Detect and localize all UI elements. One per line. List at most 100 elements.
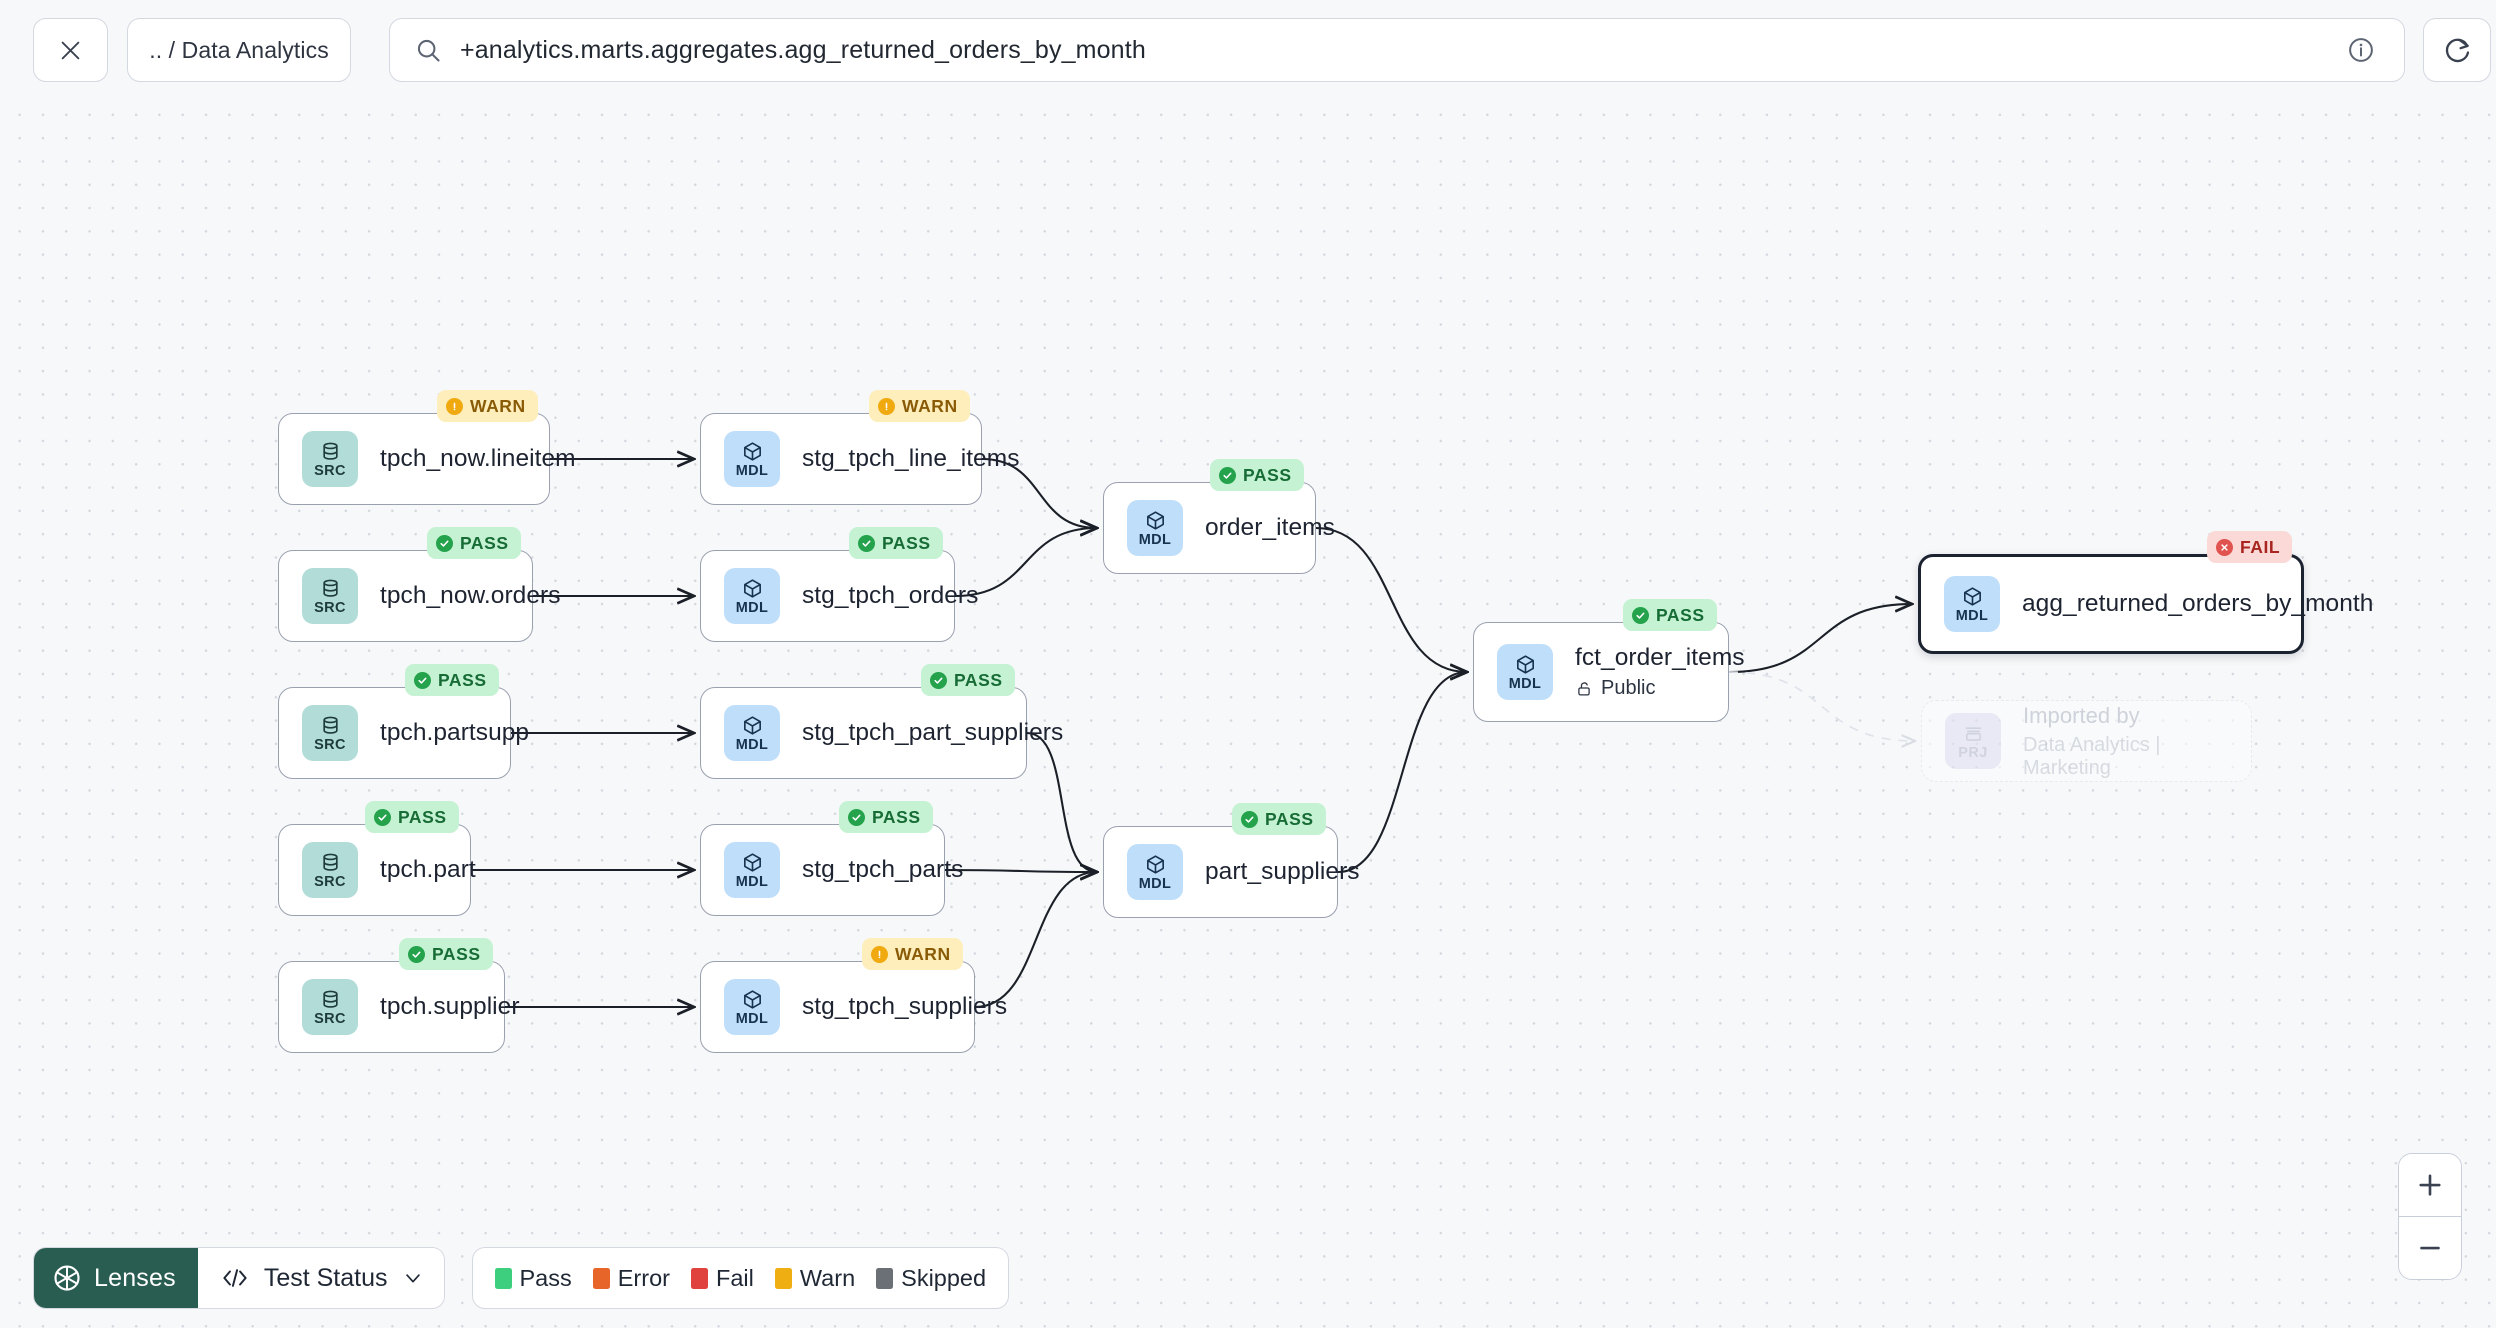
- status-badge-pass[interactable]: PASS: [1232, 803, 1326, 835]
- status-badge-pass[interactable]: PASS: [1623, 599, 1717, 631]
- legend-swatch: [592, 1267, 610, 1289]
- status-badge-pass[interactable]: PASS: [405, 664, 499, 696]
- legend-item-error[interactable]: Error: [592, 1265, 670, 1292]
- node-type-chip-src: SRC: [302, 979, 358, 1035]
- search-input[interactable]: +analytics.marts.aggregates.agg_returned…: [460, 35, 1146, 64]
- unlock-icon: [1578, 681, 1590, 695]
- status-badge-pass[interactable]: PASS: [849, 527, 943, 559]
- legend-item-skipped[interactable]: Skipped: [876, 1265, 986, 1292]
- status-badge-label: PASS: [882, 532, 931, 553]
- legend-swatch: [774, 1267, 792, 1289]
- status-dot: [436, 534, 453, 552]
- status-badge-fail[interactable]: FAIL: [2207, 531, 2293, 563]
- status-badge-pass[interactable]: PASS: [1210, 459, 1304, 491]
- status-badge-pass[interactable]: PASS: [365, 801, 459, 833]
- node-title: stg_tpch_parts: [802, 856, 964, 883]
- refresh-button[interactable]: [2423, 18, 2491, 82]
- node-type-label: MDL: [1508, 675, 1542, 692]
- node-title: fct_order_items: [1575, 644, 1745, 671]
- node-subtitle-label: Data Analytics | Marketing: [2023, 733, 2161, 779]
- status-badge-warn[interactable]: WARN: [437, 390, 538, 422]
- status-badge-warn[interactable]: WARN: [862, 938, 963, 970]
- cube-icon: [1146, 855, 1164, 874]
- status-badge-label: PASS: [460, 532, 509, 553]
- close-button[interactable]: [33, 18, 108, 82]
- graph-node-stg_tpch_orders[interactable]: MDL stg_tpch_orders: [700, 550, 979, 642]
- node-title: tpch.partsupp: [380, 719, 530, 746]
- cube-icon: [743, 716, 761, 735]
- test-status-dropdown[interactable]: Test Status: [197, 1248, 444, 1308]
- node-type-chip-mdl: MDL: [724, 842, 780, 898]
- legend-swatch: [494, 1267, 512, 1289]
- node-type-chip-mdl: MDL: [1127, 844, 1183, 900]
- info-circle-icon[interactable]: [2346, 35, 2376, 65]
- breadcrumb[interactable]: .. / Data Analytics: [127, 18, 351, 82]
- status-dot: [1219, 466, 1236, 484]
- node-type-chip-mdl: MDL: [1944, 576, 2000, 632]
- zoom-in-button[interactable]: [2399, 1154, 2461, 1216]
- exclamation-icon: [878, 950, 881, 958]
- legend-label: Skipped: [901, 1264, 987, 1291]
- node-body: stg_tpch_orders: [802, 582, 979, 610]
- search-bar[interactable]: +analytics.marts.aggregates.agg_returned…: [389, 18, 2405, 82]
- legend-item-pass[interactable]: Pass: [494, 1265, 572, 1292]
- zoom-out-button[interactable]: [2399, 1216, 2461, 1279]
- node-body: stg_tpch_line_items: [802, 445, 1019, 473]
- node-type-chip-mdl: MDL: [724, 568, 780, 624]
- status-badge-pass[interactable]: PASS: [399, 938, 493, 970]
- graph-node-imported_by_prj[interactable]: PRJ Imported by Data Analytics | Marketing: [1921, 700, 2252, 782]
- cube-icon: [743, 990, 761, 1009]
- lenses-brand-button[interactable]: Lenses: [34, 1248, 198, 1308]
- graph-node-tpch_supplier[interactable]: SRC tpch.supplier: [278, 961, 520, 1053]
- node-title: tpch.part: [380, 856, 476, 883]
- status-dot: [858, 534, 875, 552]
- node-body: order_items: [1205, 514, 1335, 542]
- node-type-label: PRJ: [1958, 744, 1988, 761]
- check-icon: [378, 814, 387, 821]
- node-body: stg_tpch_part_suppliers: [802, 719, 1063, 747]
- node-type-label: MDL: [1138, 875, 1172, 892]
- status-badge-label: WARN: [895, 943, 951, 964]
- status-badge-label: PASS: [398, 806, 447, 827]
- bottom-toolbar: Lenses Test Status Pass Error Fail Warn Skip…: [33, 1247, 1010, 1309]
- status-dot: [848, 808, 865, 826]
- node-title: stg_tpch_orders: [802, 582, 979, 609]
- status-dot: [1241, 810, 1258, 828]
- graph-node-tpch_part[interactable]: SRC tpch.part: [278, 824, 476, 916]
- graph-node-stg_tpch_parts[interactable]: MDL stg_tpch_parts: [700, 824, 964, 916]
- node-body: tpch.supplier: [380, 993, 520, 1021]
- node-type-chip-src: SRC: [302, 842, 358, 898]
- status-badge-pass[interactable]: PASS: [921, 664, 1015, 696]
- check-icon: [934, 677, 943, 684]
- node-type-label: SRC: [314, 873, 346, 890]
- status-badge-pass[interactable]: PASS: [839, 801, 933, 833]
- status-badge-pass[interactable]: PASS: [427, 527, 521, 559]
- legend-item-fail[interactable]: Fail: [690, 1265, 754, 1292]
- graph-node-fct_order_items[interactable]: MDL fct_order_items Public: [1473, 622, 1745, 722]
- legend-label: Warn: [799, 1264, 856, 1291]
- code-icon: [223, 1269, 247, 1287]
- database-icon: [322, 579, 338, 597]
- status-badge-warn[interactable]: WARN: [869, 390, 970, 422]
- node-title: stg_tpch_suppliers: [802, 993, 1008, 1020]
- status-dot: [374, 808, 391, 826]
- node-type-chip-mdl: MDL: [1497, 644, 1553, 700]
- node-title: tpch.supplier: [380, 993, 520, 1020]
- status-badge-label: PASS: [872, 806, 921, 827]
- status-dot: [414, 671, 431, 689]
- node-body: fct_order_items Public: [1575, 644, 1745, 700]
- cube-icon: [1963, 587, 1981, 606]
- cube-icon: [1146, 511, 1164, 530]
- node-title: Imported by: [2023, 702, 2140, 728]
- legend-item-warn[interactable]: Warn: [774, 1264, 856, 1292]
